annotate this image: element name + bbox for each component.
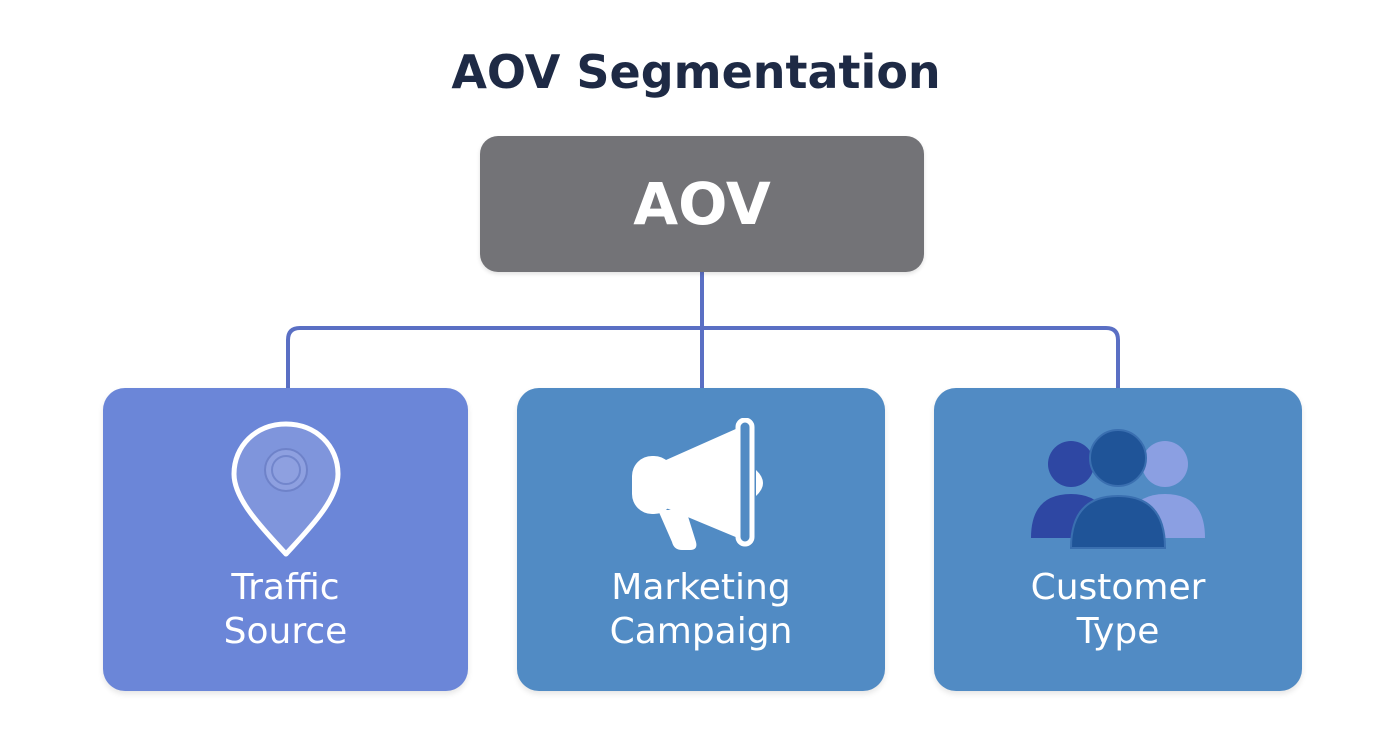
segment-label-line1: Traffic [231, 567, 340, 608]
segment-card-traffic-source: Traffic Source [103, 388, 468, 691]
segment-card-marketing-campaign: Marketing Campaign [517, 388, 885, 691]
diagram-title: AOV Segmentation [451, 45, 941, 99]
segment-label-line1: Customer [1030, 567, 1206, 608]
map-pin-icon [103, 418, 468, 564]
segment-card-customer-type: Customer Type [934, 388, 1302, 691]
connector-left [286, 326, 702, 388]
people-group-icon [934, 418, 1302, 564]
segment-label: Marketing Campaign [517, 566, 885, 654]
connector-right [702, 326, 1120, 388]
segment-label-line2: Campaign [609, 611, 793, 652]
root-node-label: AOV [633, 170, 771, 238]
root-node-aov: AOV [480, 136, 924, 272]
segment-label-line1: Marketing [611, 567, 791, 608]
segment-label: Customer Type [934, 566, 1302, 654]
megaphone-icon [517, 418, 885, 564]
segment-label-line2: Type [1076, 611, 1160, 652]
segment-label: Traffic Source [103, 566, 468, 654]
segment-label-line2: Source [223, 611, 348, 652]
